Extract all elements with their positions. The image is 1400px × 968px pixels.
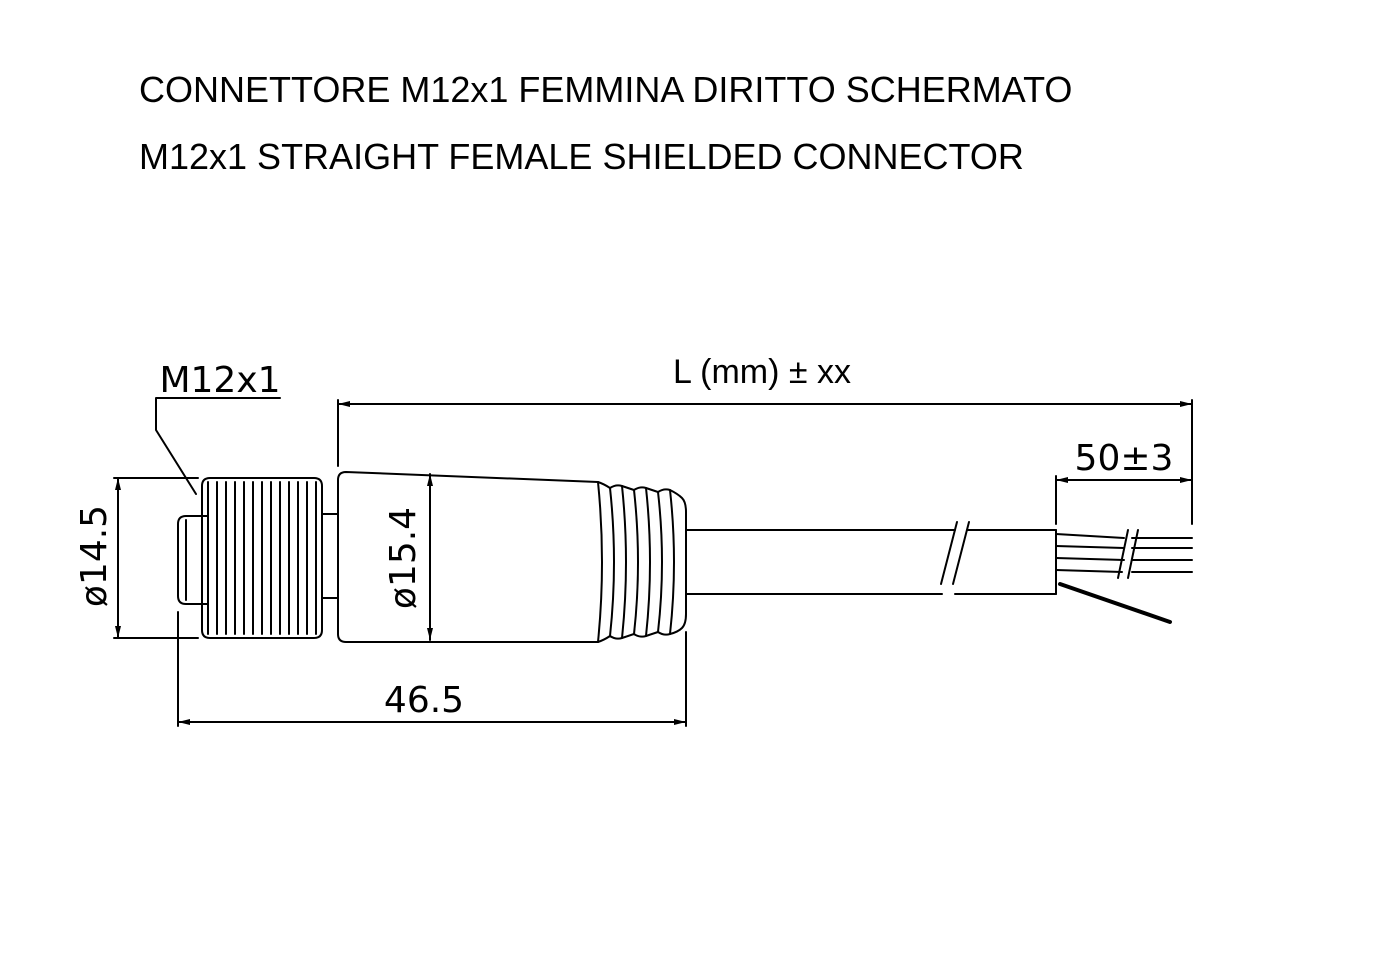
- dimension-length: [337, 399, 1193, 525]
- label-strip-length: 50±3: [1075, 438, 1174, 479]
- stripped-wires: [1055, 529, 1193, 579]
- dimension-strip-length: [1055, 475, 1193, 525]
- label-body-diameter: ø15.4: [383, 507, 424, 609]
- title-block: CONNETTORE M12x1 FEMMINA DIRITTO SCHERMA…: [139, 72, 1072, 206]
- dimension-overall-length: [177, 611, 687, 727]
- socket-face: [177, 515, 208, 605]
- title-english: M12x1 STRAIGHT FEMALE SHIELDED CONNECTOR: [139, 136, 1024, 177]
- cable: [685, 521, 1057, 595]
- label-thread: M12x1: [159, 360, 280, 401]
- connector-body: [337, 471, 687, 643]
- label-length: L (mm) ± xx: [673, 353, 851, 391]
- label-overall-length: 46.5: [384, 680, 464, 721]
- coupling-nut: [201, 477, 323, 639]
- dimension-nut-diameter: [113, 477, 199, 639]
- label-nut-diameter: ø14.5: [74, 505, 115, 607]
- thread-leader: [155, 397, 281, 495]
- drain-wire: [1058, 582, 1172, 624]
- title-italian: CONNETTORE M12x1 FEMMINA DIRITTO SCHERMA…: [139, 69, 1073, 110]
- connector-neck: [321, 513, 339, 599]
